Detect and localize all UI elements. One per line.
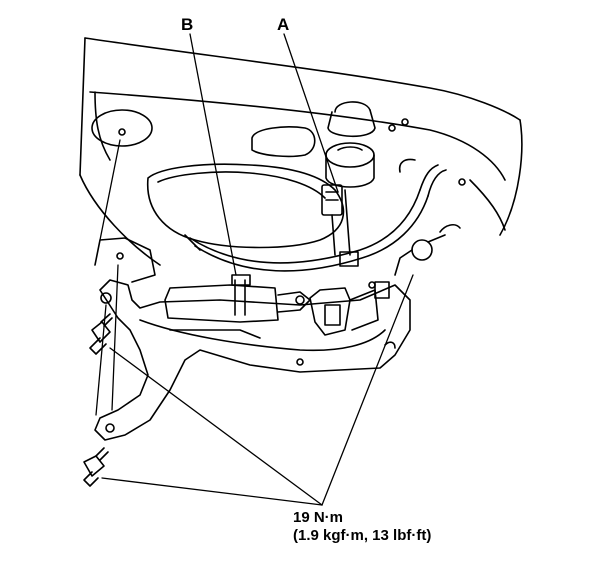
hood-panel bbox=[79, 37, 523, 266]
callout-b: B bbox=[181, 15, 194, 34]
torque-spec-nm: 19 N·m bbox=[293, 509, 344, 526]
leader-lines bbox=[95, 33, 414, 506]
bolt-upper bbox=[89, 313, 113, 355]
panel-holes bbox=[388, 118, 466, 186]
harness-hose bbox=[184, 158, 461, 272]
torque-spec-alt: (1.9 kgf·m, 13 lbf·ft) bbox=[293, 527, 432, 544]
actuator-body bbox=[164, 274, 390, 336]
filler-neck bbox=[325, 101, 376, 188]
callout-a: A bbox=[277, 15, 290, 34]
mounting-bracket bbox=[94, 279, 411, 441]
hose-clamp bbox=[394, 234, 446, 276]
connector bbox=[321, 184, 359, 267]
bracket-tab bbox=[94, 237, 156, 283]
bolt-lower bbox=[83, 447, 109, 487]
